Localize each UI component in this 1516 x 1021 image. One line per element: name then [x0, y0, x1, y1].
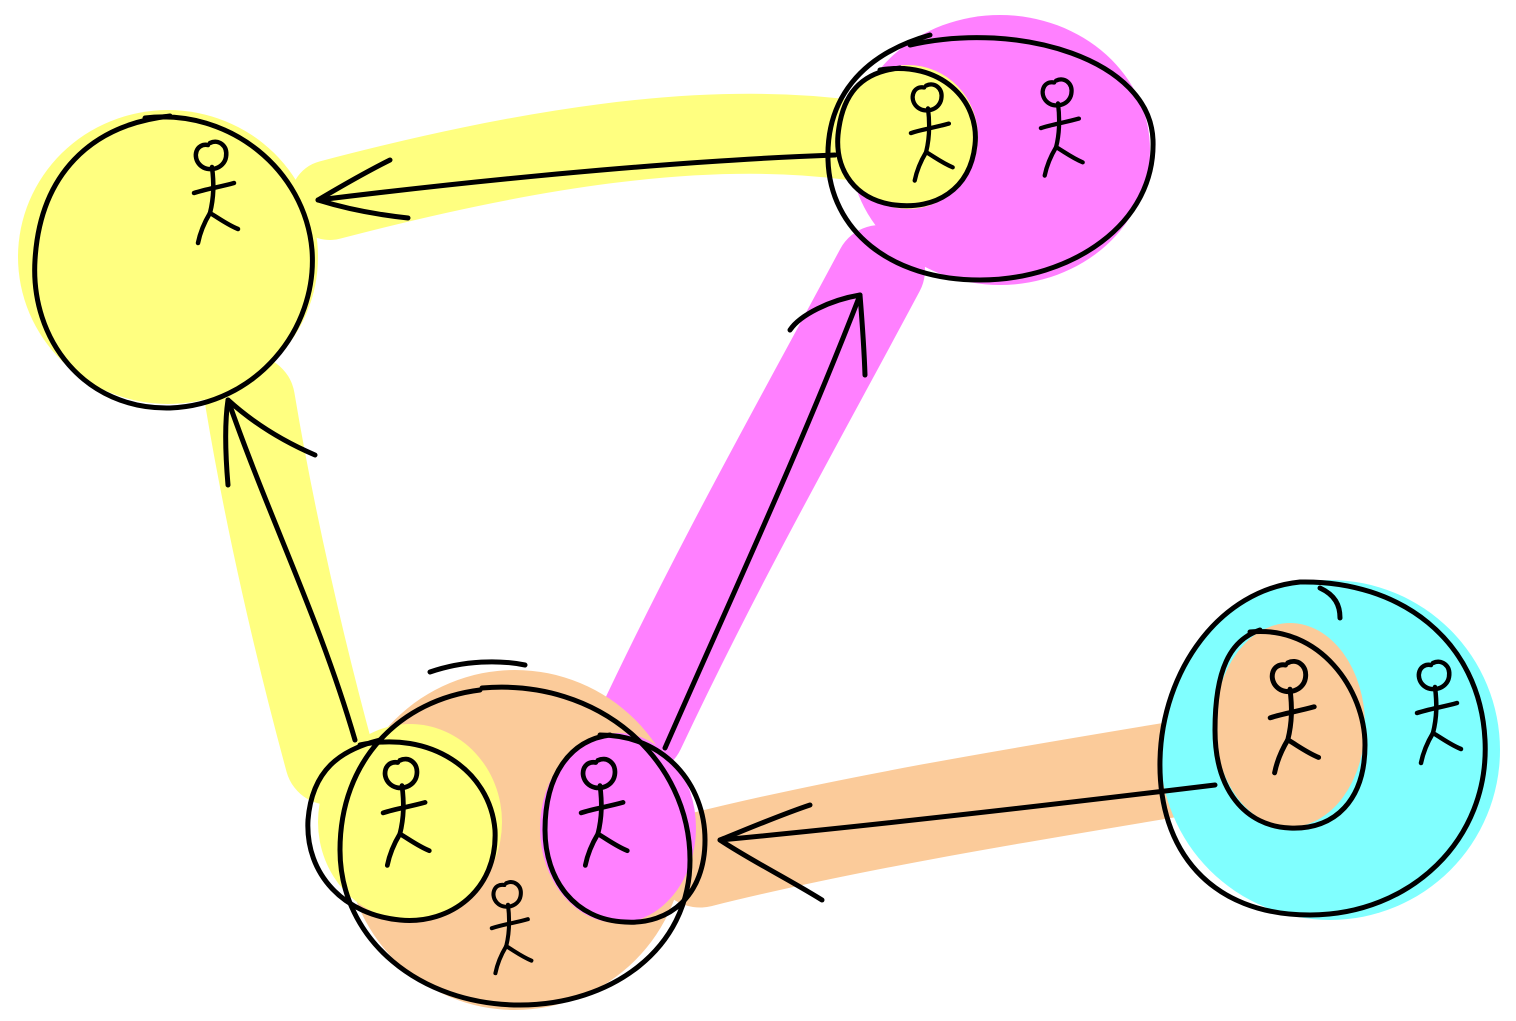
stick-figure-stroke [580, 756, 618, 791]
stick-figure-stroke [912, 149, 929, 183]
stick-figure-stroke [380, 800, 428, 816]
yellow-group-outline [32, 113, 315, 411]
stick-figure-icon [489, 880, 534, 976]
magenta-inner-yellow-outline [835, 65, 978, 209]
stick-figure-stroke [923, 149, 955, 170]
stick-figure-stroke [1414, 700, 1460, 716]
stick-figure-stroke [1038, 116, 1082, 131]
stick-figure-stroke [493, 944, 509, 976]
stick-figure-icon [191, 139, 241, 246]
stick-figure-stroke [504, 944, 534, 963]
edge-line [225, 397, 358, 743]
stick-figure-stroke [1053, 144, 1085, 165]
edge-orange-to-yellow [223, 397, 358, 743]
arrowhead-icon [787, 292, 868, 378]
edge-line [717, 782, 1218, 843]
stick-figure-stroke [908, 121, 952, 136]
stick-figure-icon [1414, 659, 1464, 766]
edge-highlight-magenta-to-yellow [290, 93, 890, 240]
stick-figure-stroke [382, 756, 420, 791]
stick-figure-stroke [397, 831, 432, 854]
cyan-inner-orange-outline [1212, 627, 1368, 831]
stick-figure-icon [578, 756, 630, 868]
orange-group-outline [337, 684, 693, 1008]
stick-figure-stroke [582, 831, 601, 868]
orange-inner-magenta-fill [540, 733, 696, 923]
stick-figure-stroke [489, 917, 530, 931]
stick-figure-stroke [1430, 730, 1464, 752]
stick-figure-stroke [1267, 704, 1317, 721]
stick-figure-stroke [207, 210, 241, 232]
stick-figure-stroke [491, 880, 523, 909]
stick-figure-icon [908, 82, 955, 183]
stick-figure-stroke [910, 82, 944, 113]
stick-figure-stroke [578, 800, 626, 816]
edge-orange-to-magenta [662, 292, 868, 751]
stick-figure-stroke [193, 139, 229, 172]
cyan-group-top-stroke [1317, 585, 1343, 621]
stick-figure-stroke [1272, 737, 1291, 776]
stick-figure-icon [1038, 77, 1085, 178]
yellow-group-fill [18, 110, 318, 404]
stick-figure-icon [1267, 659, 1322, 776]
magenta-group-outline [825, 32, 1156, 283]
stick-figure-stroke [1042, 144, 1059, 178]
edge-highlight-cyan-to-orange [652, 712, 1278, 908]
stick-figure-icon [380, 756, 432, 868]
edge-highlight-orange-to-yellow [205, 355, 375, 805]
stick-figure-stroke [595, 831, 630, 854]
stick-figure-stroke [384, 831, 403, 868]
arrowhead-icon [223, 397, 318, 488]
orange-inner-magenta-outline [542, 732, 708, 925]
node-outlines [32, 32, 1488, 1008]
edge-line [662, 292, 863, 751]
stick-figure-stroke [191, 180, 237, 196]
stick-figure-stroke [1416, 659, 1452, 692]
stick-figure-stroke [195, 210, 213, 246]
edge-cyan-to-orange [717, 782, 1218, 903]
edges [223, 152, 1218, 903]
node-fills [18, 15, 1500, 1010]
edge-magenta-to-yellow [315, 152, 838, 221]
stick-figure-stroke [1418, 730, 1436, 766]
stick-figure-stroke [1040, 77, 1074, 108]
arrowhead-icon [315, 157, 411, 221]
orange-group-top-stroke [427, 659, 528, 675]
cyan-group-outline [1157, 579, 1488, 918]
stick-figure-stroke [1285, 737, 1322, 760]
stick-figure-stroke [1269, 659, 1309, 695]
member-icons [191, 77, 1464, 976]
orange-inner-yellow-fill [318, 724, 502, 920]
edge-line [315, 152, 838, 203]
arrowhead-icon [717, 802, 825, 903]
orange-inner-yellow-outline [305, 737, 498, 923]
